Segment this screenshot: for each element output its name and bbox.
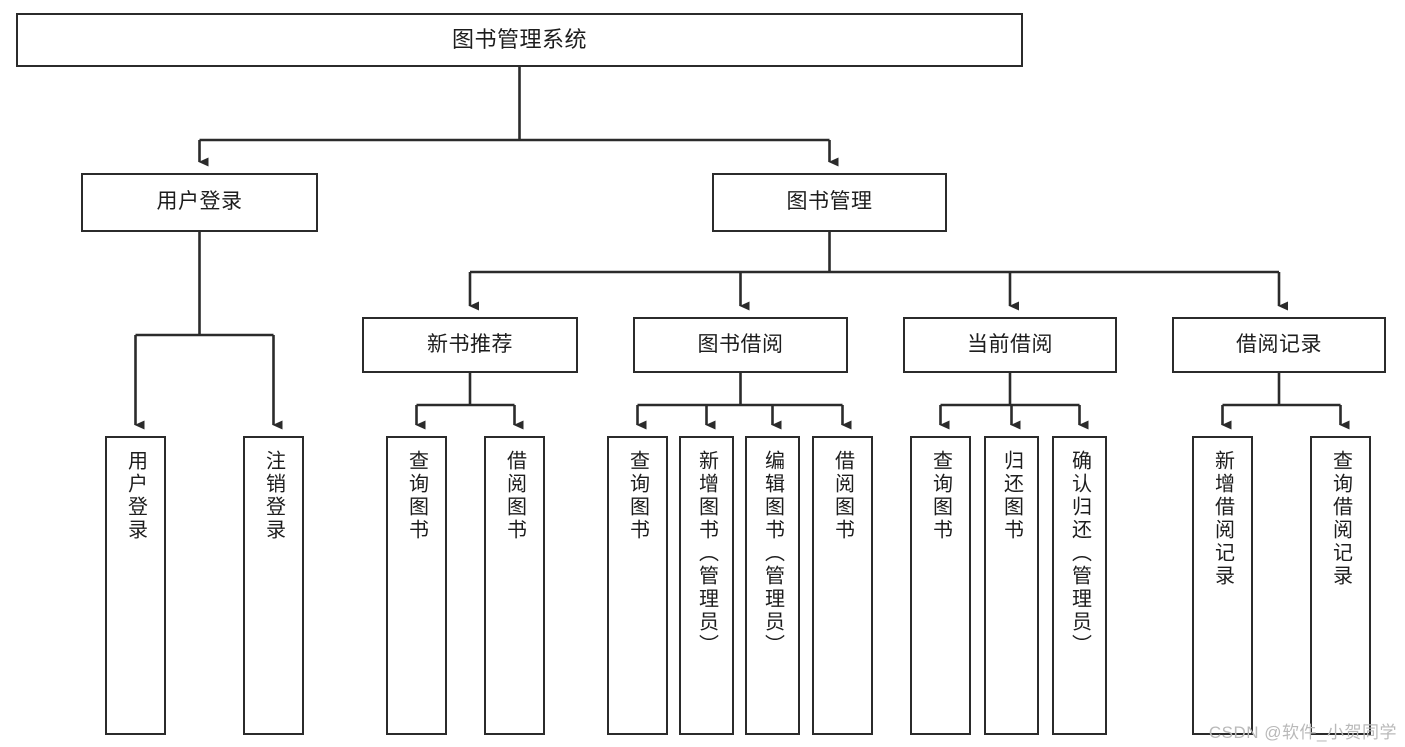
node-l13[interactable]: 查询借阅记录	[1310, 436, 1371, 735]
node-l9[interactable]: 查询图书	[910, 436, 971, 735]
node-l12[interactable]: 新增借阅记录	[1192, 436, 1253, 735]
node-l11[interactable]: 确认归还（管理员）	[1052, 436, 1107, 735]
node-label: 当前借阅	[967, 332, 1053, 356]
node-root[interactable]: 图书管理系统	[16, 13, 1023, 67]
watermark-text: CSDN @软件_小贺同学	[1208, 723, 1397, 742]
node-label: 查询图书	[405, 450, 428, 542]
node-n21[interactable]: 新书推荐	[362, 317, 578, 373]
node-n23[interactable]: 当前借阅	[903, 317, 1117, 373]
node-label: 借阅图书	[831, 450, 854, 542]
node-l10[interactable]: 归还图书	[984, 436, 1039, 735]
node-l3[interactable]: 查询图书	[386, 436, 447, 735]
node-label: 注销登录	[262, 450, 285, 542]
node-l1[interactable]: 用户登录	[105, 436, 166, 735]
node-label: 归还图书	[1000, 450, 1023, 542]
node-label: 查询借阅记录	[1329, 450, 1352, 588]
node-label: 图书管理	[786, 190, 873, 214]
node-label: 查询图书	[626, 450, 649, 542]
node-n24[interactable]: 借阅记录	[1172, 317, 1386, 373]
node-n1[interactable]: 用户登录	[81, 173, 318, 232]
node-n22[interactable]: 图书借阅	[633, 317, 848, 373]
node-label: 图书借阅	[697, 332, 784, 356]
node-label: 新增图书（管理员）	[695, 450, 718, 657]
node-l7[interactable]: 编辑图书（管理员）	[745, 436, 800, 735]
node-label: 查询图书	[929, 450, 952, 542]
node-label: 新书推荐	[427, 332, 513, 356]
node-label: 用户登录	[124, 450, 147, 542]
node-l8[interactable]: 借阅图书	[812, 436, 873, 735]
node-l4[interactable]: 借阅图书	[484, 436, 545, 735]
node-l5[interactable]: 查询图书	[607, 436, 668, 735]
node-label: 新增借阅记录	[1211, 450, 1234, 588]
node-label: 用户登录	[156, 190, 243, 214]
node-label: 借阅图书	[503, 450, 526, 542]
node-label: 借阅记录	[1236, 332, 1322, 356]
node-n2[interactable]: 图书管理	[712, 173, 947, 232]
node-label: 图书管理系统	[451, 27, 587, 53]
node-l2[interactable]: 注销登录	[243, 436, 304, 735]
node-label: 编辑图书（管理员）	[761, 450, 784, 657]
node-l6[interactable]: 新增图书（管理员）	[679, 436, 734, 735]
node-label: 确认归还（管理员）	[1068, 450, 1091, 657]
